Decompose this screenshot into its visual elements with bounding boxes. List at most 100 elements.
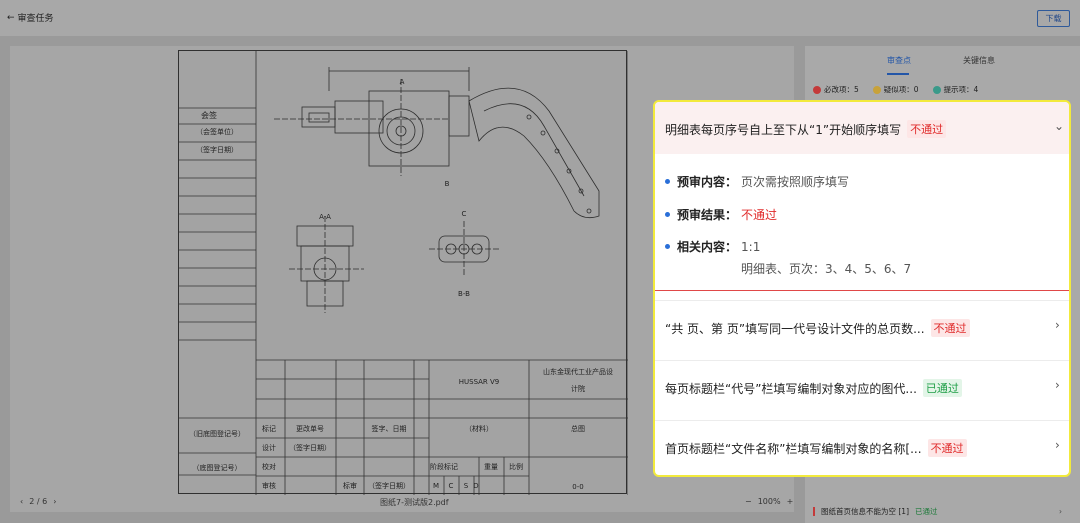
- file-name: 图纸7-测试版2.pdf: [380, 498, 449, 507]
- title-stage-m: M: [433, 482, 439, 490]
- divider: [655, 290, 1069, 291]
- title-stage-s: S: [464, 482, 469, 490]
- review-item-label: “共 页、第 页”填写同一代号设计文件的总页数...: [665, 321, 925, 336]
- status-badge: 不通过: [930, 319, 970, 337]
- pre-content-row: 预审内容： 页次需按照顺序填写: [665, 173, 849, 190]
- pre-result-key: 预审结果：: [677, 208, 738, 222]
- chevron-down-icon[interactable]: ⌄: [1054, 119, 1065, 133]
- hint-count[interactable]: 提示项：4: [932, 84, 979, 95]
- bottom-review-item[interactable]: 图纸首页信息不能为空 [1] 已通过 ›: [813, 505, 1073, 517]
- title-overview: 总图: [571, 424, 585, 433]
- back-button[interactable]: ← 审查任务: [7, 11, 54, 25]
- review-item-label: 每页标题栏“代号”栏填写编制对象对应的图代...: [665, 381, 917, 396]
- title-sign-date2: （签字日期）: [289, 443, 331, 452]
- title-mark: 标记: [262, 424, 276, 433]
- pre-result-value: 不通过: [741, 208, 778, 222]
- title-company-2: 计院: [571, 384, 585, 393]
- view-label-aa: A-A: [319, 213, 331, 221]
- title-stage-d: D: [473, 482, 478, 490]
- tab-review-points[interactable]: 审查点: [887, 56, 911, 65]
- zoom-level: 100%: [757, 497, 781, 506]
- page-separator: /: [36, 497, 40, 506]
- warning-dot-icon: [872, 85, 881, 94]
- issue-counts: 必改项：5 疑似项：0 提示项：4: [813, 84, 978, 95]
- status-badge: 不通过: [927, 439, 967, 457]
- page-total: 6: [42, 497, 48, 506]
- zoom-in-button[interactable]: +: [786, 497, 794, 506]
- bullet-icon: [665, 179, 670, 184]
- status-badge: 不通过: [907, 120, 947, 138]
- title-sign-date3: （签字日期）: [368, 481, 410, 490]
- title-company-1: 山东金现代工业产品设: [543, 367, 613, 376]
- left-label-signoff: 会签: [201, 110, 217, 120]
- doubt-count[interactable]: 疑似项：0: [872, 84, 919, 95]
- section-label-a: A: [400, 78, 405, 86]
- pre-content-key: 预审内容：: [677, 175, 738, 189]
- left-label-date: （签字日期）: [196, 145, 238, 154]
- zoom-controls: − 100% +: [745, 497, 793, 506]
- tab-key-info[interactable]: 关键信息: [963, 56, 995, 65]
- section-label-b: B: [445, 180, 450, 188]
- fail-marker: [813, 506, 815, 516]
- back-label: 审查任务: [17, 14, 54, 24]
- left-label-unit: （会签单位）: [196, 127, 238, 136]
- hint-label: 提示项：4: [943, 85, 979, 94]
- page-next-button[interactable]: ›: [53, 497, 57, 506]
- bullet-icon: [665, 212, 670, 217]
- pre-content-value: 页次需按照顺序填写: [741, 175, 850, 189]
- title-hussar: HUSSAR V9: [459, 378, 500, 386]
- panel-tabs: 审查点 关键信息: [805, 46, 1080, 75]
- related-sub-value: 明细表、页次：3、4、5、6、7: [741, 262, 912, 276]
- error-dot-icon: [813, 85, 821, 94]
- chevron-right-icon: ›: [1055, 438, 1060, 452]
- title-standard: 标审: [343, 481, 357, 490]
- title-change-no: 更改单号: [296, 424, 324, 433]
- expanded-item-title: 明细表每页序号自上至下从“1”开始顺序填写: [665, 122, 902, 137]
- bullet-icon: [665, 244, 670, 249]
- pagination: ‹ 2 / 6 ›: [20, 497, 56, 506]
- review-item-row[interactable]: “共 页、第 页”填写同一代号设计文件的总页数... 不通过 ›: [655, 300, 1069, 352]
- title-scale: 比例: [509, 462, 523, 471]
- doubt-label: 疑似项：0: [883, 85, 919, 94]
- page-current[interactable]: 2: [29, 497, 35, 506]
- title-stage: 阶段标记: [430, 462, 458, 471]
- bottom-item-label: 图纸首页信息不能为空 [1]: [821, 506, 910, 516]
- related-content-row: 相关内容： 1:1: [665, 238, 760, 255]
- chevron-right-icon: ›: [1055, 318, 1060, 332]
- pre-result-row: 预审结果： 不通过: [665, 206, 777, 223]
- bottom-item-status: 已通过: [915, 506, 938, 516]
- arrow-left-icon: ←: [7, 12, 15, 23]
- title-review: 审核: [262, 481, 276, 490]
- tab-active-indicator: [887, 73, 909, 75]
- title-weight: 重量: [484, 463, 498, 471]
- zoom-out-button[interactable]: −: [745, 497, 752, 506]
- title-design: 设计: [262, 443, 276, 452]
- drawing-svg: 会签 （会签单位） （签字日期） （旧底图登记号） （底图登记号） HUSSAR…: [179, 51, 628, 495]
- review-detail-popover: 明细表每页序号自上至下从“1”开始顺序填写 不通过 ⌄ 预审内容： 页次需按照顺…: [653, 100, 1071, 477]
- review-item-row[interactable]: 每页标题栏“代号”栏填写编制对象对应的图代... 已通过 ›: [655, 360, 1069, 412]
- title-code: 0-0: [572, 483, 583, 491]
- title-check: 校对: [262, 462, 276, 471]
- left-label-old-reg: （旧底图登记号）: [189, 429, 245, 438]
- must-fix-label: 必改项：5: [824, 85, 859, 94]
- info-dot-icon: [932, 85, 941, 94]
- related-key: 相关内容：: [677, 240, 738, 254]
- chevron-right-icon: ›: [1055, 378, 1060, 392]
- view-label-bb: B-B: [458, 290, 470, 298]
- top-bar: ← 审查任务 下载: [0, 0, 1080, 36]
- download-button[interactable]: 下载: [1037, 10, 1070, 27]
- left-label-reg: （底图登记号）: [193, 463, 242, 472]
- status-badge: 已通过: [922, 379, 962, 397]
- title-sign-date: 签字、日期: [372, 424, 407, 433]
- view-label-c: C: [462, 210, 467, 218]
- review-item-label: 首页标题栏“文件名称”栏填写编制对象的名称[...: [665, 441, 922, 456]
- title-material: （材料）: [465, 424, 493, 433]
- review-item-row[interactable]: 首页标题栏“文件名称”栏填写编制对象的名称[... 不通过 ›: [655, 420, 1069, 472]
- title-stage-c: C: [449, 482, 454, 490]
- related-value: 1:1: [741, 240, 761, 254]
- page-prev-button[interactable]: ‹: [20, 497, 24, 506]
- drawing-page: 会签 （会签单位） （签字日期） （旧底图登记号） （底图登记号） HUSSAR…: [178, 50, 628, 495]
- expanded-item-header[interactable]: 明细表每页序号自上至下从“1”开始顺序填写 不通过 ⌄: [655, 102, 1069, 154]
- must-fix-count[interactable]: 必改项：5: [813, 84, 859, 95]
- chevron-right-icon: ›: [1059, 506, 1062, 516]
